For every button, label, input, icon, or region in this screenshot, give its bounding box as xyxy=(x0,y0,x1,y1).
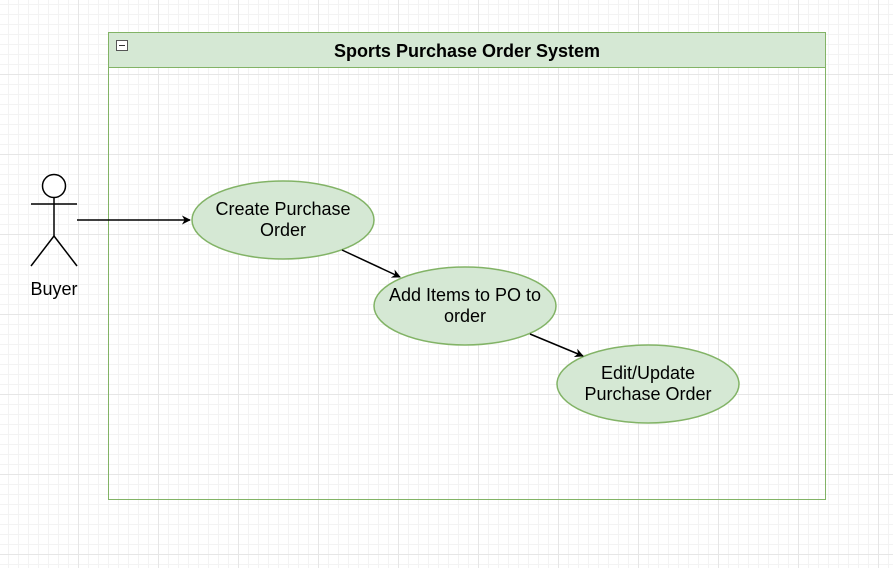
use-case-create-po[interactable] xyxy=(191,180,375,260)
actor-left-leg xyxy=(30,235,55,267)
flow-add-edit[interactable] xyxy=(529,333,584,358)
actor-figure[interactable] xyxy=(30,173,78,267)
system-title: Sports Purchase Order System xyxy=(333,41,601,61)
actor-right-leg xyxy=(53,235,78,267)
use-case-edit-po[interactable] xyxy=(556,344,740,424)
system-header: Sports Purchase Order System xyxy=(109,33,825,68)
system-boundary[interactable]: Sports Purchase Order System xyxy=(108,32,826,500)
actor-label: Buyer xyxy=(30,279,78,299)
actor-head xyxy=(41,173,67,199)
collapse-icon[interactable] xyxy=(116,40,128,51)
flow-create-add[interactable] xyxy=(341,249,401,278)
use-case-add-items[interactable] xyxy=(373,266,557,346)
